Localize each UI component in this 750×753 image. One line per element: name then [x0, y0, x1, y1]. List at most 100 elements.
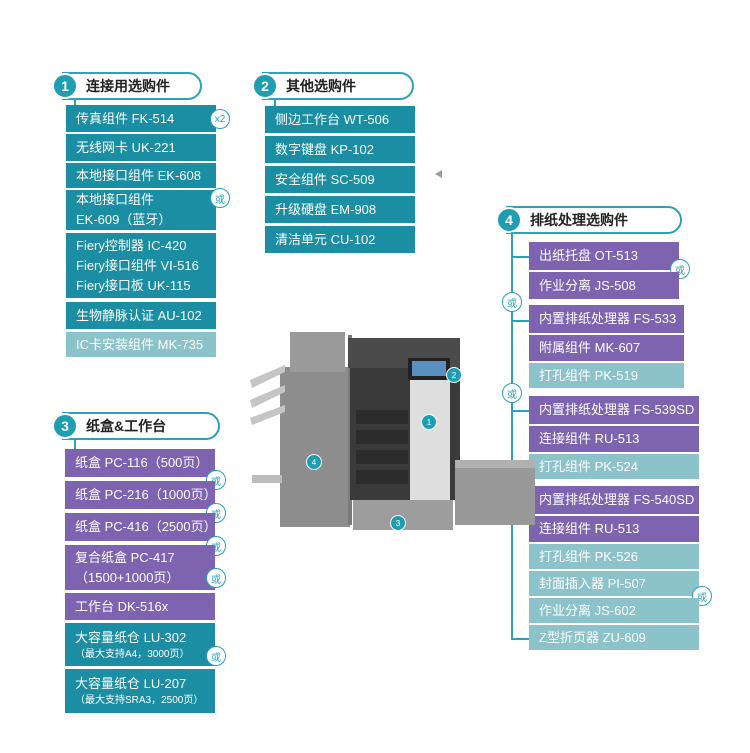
group4-bracket-tick [511, 638, 529, 640]
group4-number: 4 [496, 207, 522, 233]
option-label: 打孔组件 PK-519 [539, 367, 638, 383]
option-sc509: 安全组件 SC-509 [265, 166, 415, 193]
option-label: 数字键盘 KP-102 [275, 141, 374, 157]
group4-bracket-tick [511, 410, 529, 412]
option-label: （1500+1000页） [75, 569, 180, 585]
or-badge: 或 [206, 646, 226, 666]
pointer-arrow-icon [435, 170, 442, 178]
lcu-top [455, 460, 535, 468]
or-badge: 或 [502, 292, 522, 312]
option-label: 大容量纸仓 LU-302 [75, 629, 187, 645]
option-label: 生物静脉认证 AU-102 [76, 307, 202, 323]
option-label: 安全组件 SC-509 [275, 171, 375, 187]
option-kp102: 数字键盘 KP-102 [265, 136, 415, 163]
option-label: 打孔组件 PK-524 [539, 458, 638, 474]
group2-header: 2 其他选购件 [252, 72, 414, 100]
option-label: Fiery控制器 IC-420 [76, 237, 187, 253]
option-mk735: IC卡安装组件 MK-735 [66, 332, 216, 357]
output-tray [250, 365, 285, 388]
option-pc216: 纸盒 PC-216（1000页） [65, 481, 217, 509]
option-pc116: 纸盒 PC-116（500页） [65, 449, 215, 477]
option-mk607: 附属组件 MK-607 [529, 335, 684, 361]
x2-badge: x2 [210, 109, 230, 129]
output-tray [250, 385, 285, 408]
option-pi507: 封面插入器 PI-507 [529, 571, 699, 596]
option-js602: 作业分离 JS-602 [529, 598, 699, 623]
option-pk526: 打孔组件 PK-526 [529, 544, 699, 569]
group2-number: 2 [252, 73, 278, 99]
option-ek608: 本地接口组件 EK-608 [66, 163, 216, 188]
option-label: 出纸托盘 OT-513 [539, 248, 638, 263]
option-fk514: 传真组件 FK-514 [66, 105, 216, 132]
finisher-unit [280, 367, 350, 527]
option-label: 内置排纸处理器 FS-540SD [539, 492, 695, 507]
option-ru513-a: 连接组件 RU-513 [529, 426, 699, 452]
option-label: 工作台 DK-516x [75, 598, 169, 614]
option-fs540sd: 内置排纸处理器 FS-540SD [529, 486, 699, 514]
option-pc416: 纸盒 PC-416（2500页） [65, 513, 217, 541]
option-note: （最大支持A4，3000页） [75, 648, 190, 660]
option-js508: 作业分离 JS-508 [529, 272, 679, 299]
option-label: Z型折页器 ZU-609 [539, 629, 646, 645]
group4-title: 排纸处理选购件 [530, 212, 628, 228]
callout-badge-4: 4 [306, 454, 322, 470]
option-label: 附属组件 MK-607 [539, 340, 641, 355]
or-badge: 或 [206, 568, 226, 588]
group4-bracket-vertical [511, 232, 513, 640]
option-note: （最大支持SRA3，2500页） [75, 695, 204, 706]
option-label: 无线网卡 UK-221 [76, 139, 176, 155]
option-label: 作业分离 JS-602 [539, 602, 636, 618]
option-zu609: Z型折页器 ZU-609 [529, 625, 699, 650]
group3-header: 3 纸盒&工作台 [52, 412, 220, 440]
group4-header: 4 排纸处理选购件 [496, 206, 682, 234]
finisher-top [290, 332, 345, 372]
option-label: 纸盒 PC-416（2500页） [75, 519, 217, 534]
option-label: 内置排纸处理器 FS-539SD [539, 402, 695, 417]
option-pk519: 打孔组件 PK-519 [529, 363, 684, 388]
option-label: Fiery接口组件 VI-516 [76, 257, 199, 273]
option-cu102: 清洁单元 CU-102 [265, 226, 415, 253]
option-pc417: 复合纸盒 PC-417 （1500+1000页） [65, 545, 215, 590]
option-label: 纸盒 PC-116（500页） [75, 455, 209, 470]
printer-illustration [250, 170, 535, 530]
option-ek609: 本地接口组件 EK-609（蓝牙） [66, 190, 216, 230]
group1-connector [74, 98, 76, 106]
group2-title: 其他选购件 [286, 78, 356, 94]
option-dk516x: 工作台 DK-516x [65, 593, 215, 620]
group4-bracket-tick [511, 256, 529, 258]
option-lu207: 大容量纸仓 LU-207 （最大支持SRA3，2500页） [65, 669, 215, 713]
option-label: 清洁单元 CU-102 [275, 231, 376, 247]
group1-number: 1 [52, 73, 78, 99]
callout-badge-3: 3 [390, 515, 406, 531]
drawer [356, 410, 408, 424]
option-em908: 升级硬盘 EM-908 [265, 196, 415, 223]
option-au102: 生物静脉认证 AU-102 [66, 302, 216, 329]
drawer [356, 430, 408, 444]
option-fs539sd: 内置排纸处理器 FS-539SD [529, 396, 699, 424]
option-label: 封面插入器 PI-507 [539, 575, 646, 591]
finisher-tray [252, 475, 282, 483]
or-badge: 或 [210, 188, 230, 208]
option-label: 侧边工作台 WT-506 [275, 111, 390, 127]
option-label: 纸盒 PC-216（1000页） [75, 487, 217, 502]
option-label: 连接组件 RU-513 [539, 431, 640, 446]
large-capacity-unit [455, 465, 535, 525]
callout-badge-1: 1 [421, 414, 437, 430]
option-fs533: 内置排纸处理器 FS-533 [529, 305, 684, 333]
group1-header: 1 连接用选购件 [52, 72, 202, 100]
option-pk524: 打孔组件 PK-524 [529, 454, 699, 479]
group3-connector [74, 438, 76, 450]
group3-number: 3 [52, 413, 78, 439]
printer-front-panel [410, 370, 450, 500]
option-label: 大容量纸仓 LU-207 [75, 676, 187, 691]
option-ru513-b: 连接组件 RU-513 [529, 516, 699, 542]
option-label: 本地接口组件 EK-608 [76, 167, 201, 183]
drawer [356, 450, 408, 464]
option-label: 升级硬盘 EM-908 [275, 201, 377, 217]
option-ot513: 出纸托盘 OT-513 [529, 242, 679, 270]
option-label: Fiery接口板 UK-115 [76, 277, 191, 293]
touch-screen [412, 361, 446, 376]
option-label: 复合纸盒 PC-417 [75, 549, 175, 565]
option-label: 打孔组件 PK-526 [539, 548, 638, 564]
callout-badge-2: 2 [446, 367, 462, 383]
